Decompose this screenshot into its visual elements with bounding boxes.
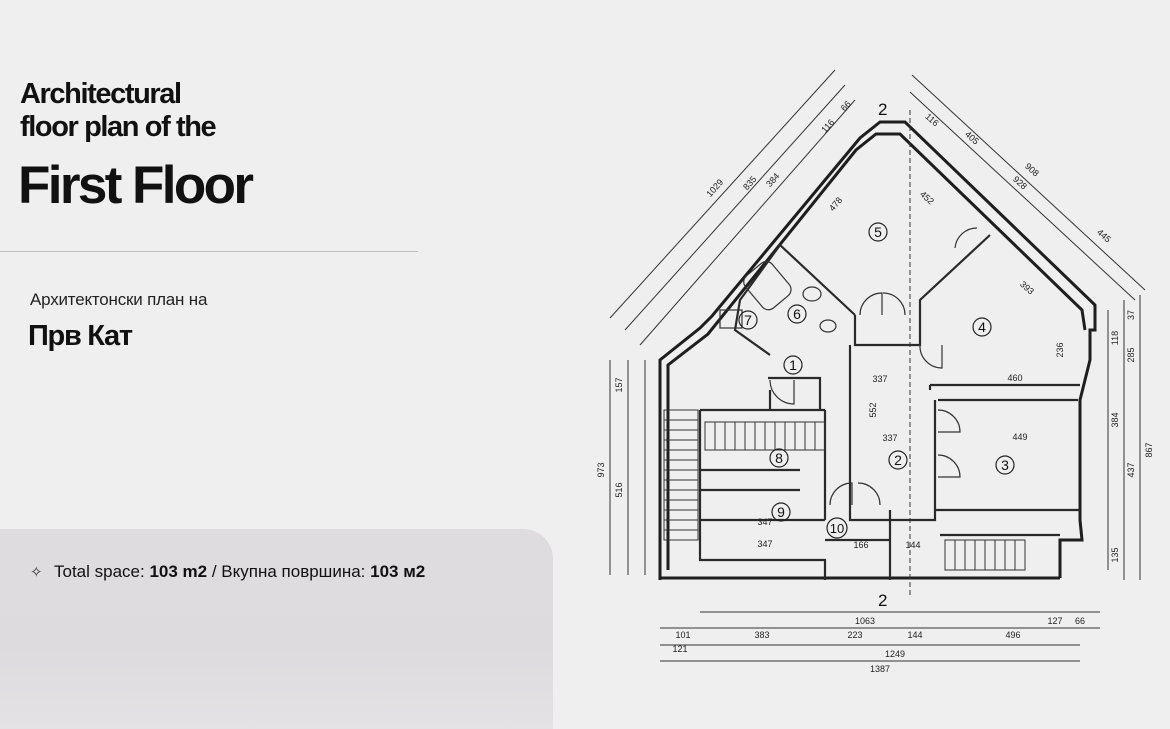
dim-room5-w: 478: [827, 195, 844, 213]
dim-room4-b: 460: [1007, 373, 1022, 383]
total-space-label-en: Total space:: [54, 562, 150, 581]
total-space-panel: [0, 529, 553, 729]
section-marker-top: 2: [878, 100, 887, 119]
page-title: First Floor: [18, 156, 254, 215]
dim-bottom-total: 1387: [870, 664, 890, 674]
dim-bottom-f: 121: [672, 644, 687, 654]
outer-walls: [658, 120, 1097, 580]
dim-bottom-g: 127: [1047, 616, 1062, 626]
room-10-label: 10: [830, 521, 844, 536]
dim-bottom-b: 383: [754, 630, 769, 640]
dim-left-a: 516: [614, 482, 624, 497]
dim-right-f: 135: [1110, 547, 1120, 562]
dim-diag-right-b: 928: [1011, 174, 1029, 191]
dim-diag-left-e: 66: [839, 99, 853, 113]
dim-diag-right-a: 908: [1023, 161, 1041, 178]
dim-bottom-a: 101: [675, 630, 690, 640]
room-markers: 1 2 3 4 5 6 7 8 9 10: [738, 222, 1015, 539]
dim-room5-h: 452: [918, 189, 936, 206]
total-space-label-mk: Вкупна површина:: [221, 562, 371, 581]
dimension-labels: 1387 1249 1063 101 383 223 144 496 121 1…: [596, 99, 1154, 674]
dim-bottom-h: 66: [1075, 616, 1085, 626]
room-4-label: 4: [978, 319, 986, 335]
dim-room9-b: 347: [757, 539, 772, 549]
dim-bottom-top: 1063: [855, 616, 875, 626]
doors: [769, 227, 978, 506]
dim-room4-a: 393: [1018, 279, 1036, 296]
dim-room9-a: 347: [757, 517, 772, 527]
dim-right-c: 37: [1126, 310, 1136, 320]
sparkle-icon: ✧: [30, 564, 43, 581]
dim-room10-b: 144: [905, 540, 920, 550]
dim-diag-right-d: 116: [923, 111, 940, 128]
dim-diag-left-b: 835: [741, 174, 758, 192]
dimension-lines: [609, 69, 1146, 662]
dim-room10-a: 166: [853, 540, 868, 550]
dim-right-d: 384: [1110, 412, 1120, 427]
dim-diag-right-e: 445: [1095, 227, 1113, 244]
divider: [0, 251, 418, 252]
stairs: [663, 409, 1026, 571]
subheading-line1: Архитектонски план на: [30, 290, 208, 309]
room-8-label: 8: [775, 450, 783, 466]
dim-bottom-e: 496: [1005, 630, 1020, 640]
dim-right-b: 118: [1110, 331, 1120, 345]
dim-room2-a: 337: [872, 374, 887, 384]
dim-diag-left-a: 1029: [704, 177, 725, 199]
dim-bottom-d: 144: [907, 630, 922, 640]
dim-bottom-c: 223: [847, 630, 862, 640]
floor-plan: 2 2 1 2 3 4 5 6 7 8 9 10 1387 1249 1063 …: [596, 69, 1154, 674]
dim-right-e: 437: [1126, 462, 1136, 477]
room-6-label: 6: [793, 306, 801, 322]
room-5-label: 5: [874, 224, 882, 240]
dim-left-total: 973: [596, 462, 606, 477]
dim-diag-left-d: 116: [819, 117, 836, 134]
room-9-label: 9: [777, 504, 785, 520]
dim-room3-w: 449: [1012, 432, 1027, 442]
dim-left-b: 157: [614, 377, 624, 392]
total-space-value-mk: 103 м2: [370, 562, 426, 581]
dim-right-total: 867: [1144, 442, 1154, 457]
dim-right-a: 285: [1126, 347, 1136, 362]
room-2-label: 2: [894, 452, 902, 468]
total-space-value-en: 103 m2: [149, 562, 208, 581]
room-3-label: 3: [1001, 457, 1009, 473]
section-marker-bottom: 2: [878, 591, 887, 610]
room-7-label: 7: [744, 312, 752, 328]
dim-room2-c: 552: [868, 402, 878, 417]
total-space-line: ✧Total space: 103 m2 / Вкупна површина: …: [30, 562, 425, 582]
info-panel: Architectural floor plan of the First Fl…: [0, 0, 560, 729]
heading-line1: Architectural floor plan of the: [20, 78, 217, 143]
dim-room2-b: 337: [882, 433, 897, 443]
subheading-title: Прв Кат: [28, 320, 133, 352]
dim-bottom-mid: 1249: [885, 649, 905, 659]
bathroom-fixtures: [719, 261, 837, 333]
total-space-separator: /: [207, 562, 222, 581]
room-1-label: 1: [789, 357, 797, 373]
dim-room4-c: 236: [1055, 342, 1065, 357]
